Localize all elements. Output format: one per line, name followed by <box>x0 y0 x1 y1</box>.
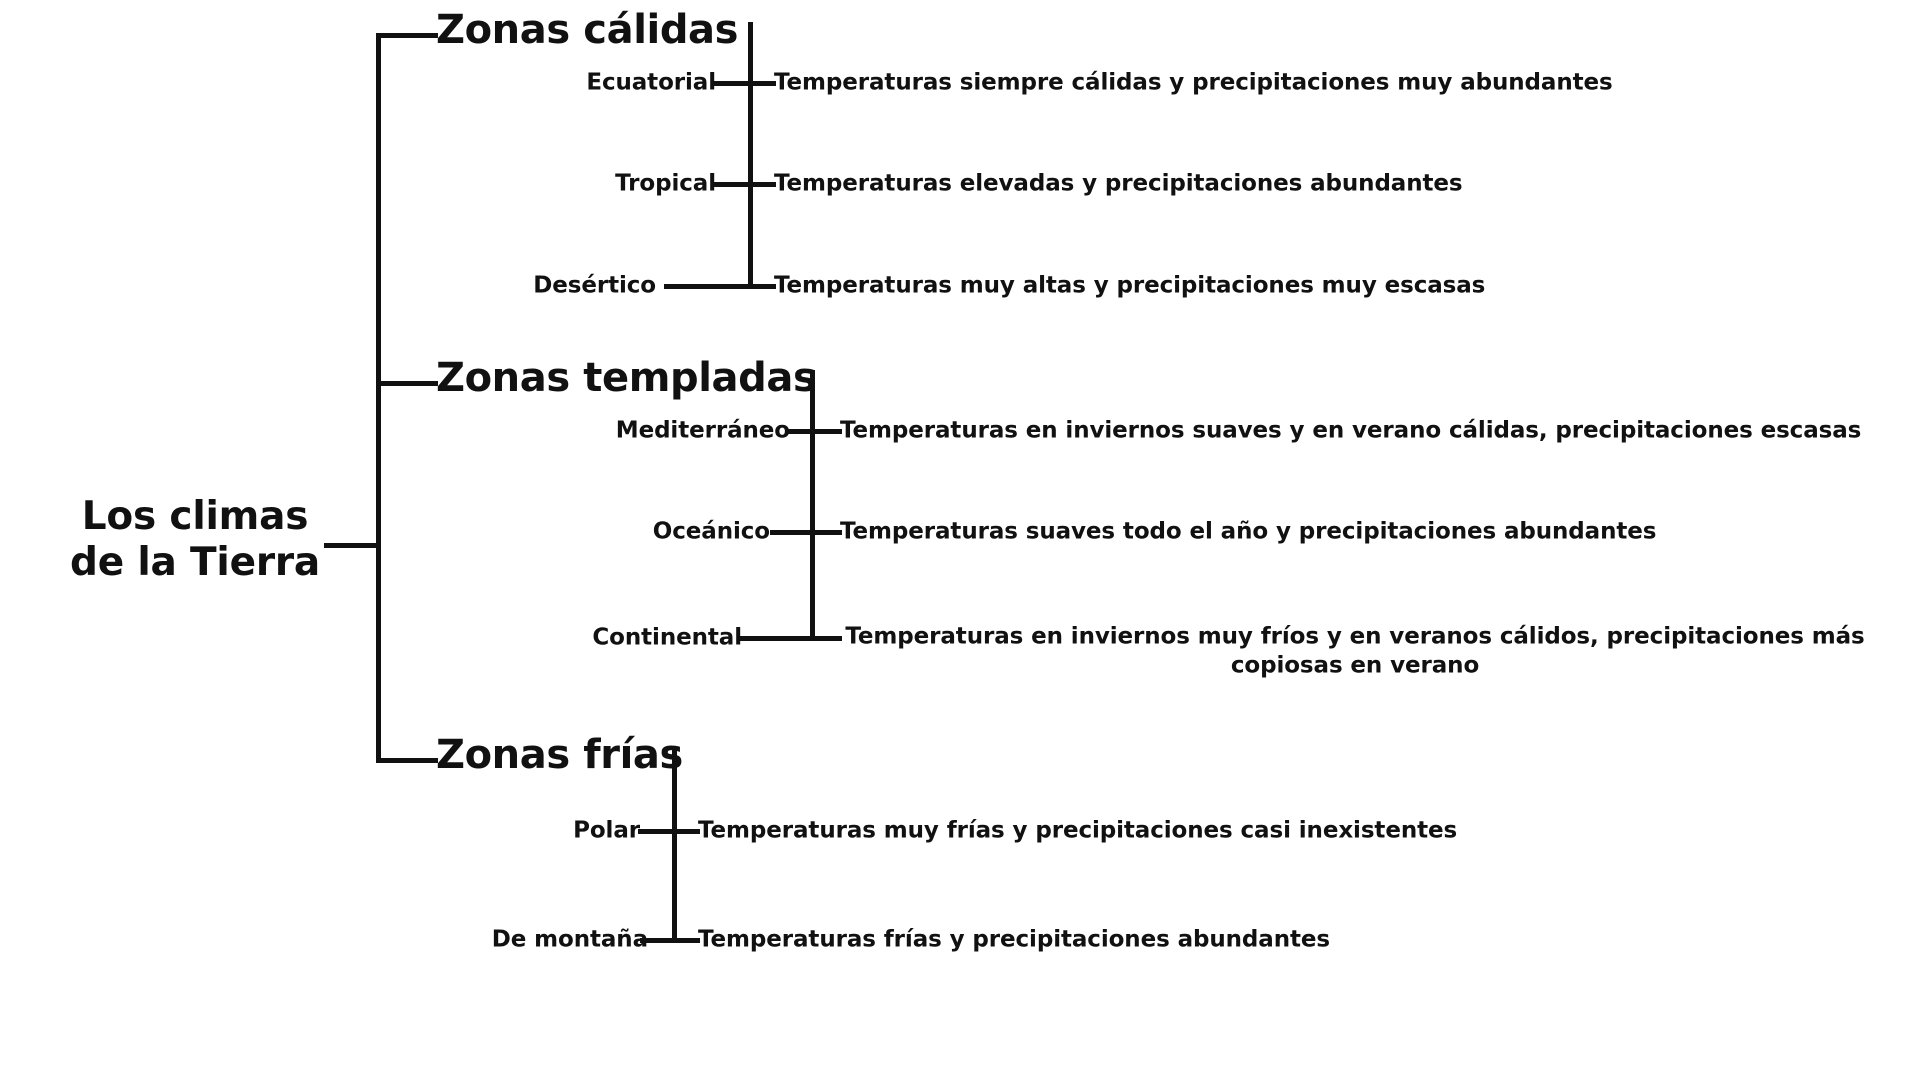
climate-description-oceanico: Temperaturas suaves todo el año y precip… <box>840 518 1657 545</box>
climate-description-continental: Temperaturas en inviernos muy fríos y en… <box>845 623 1865 679</box>
main-spine-line <box>376 33 381 763</box>
connector-ecuatorial <box>712 81 776 86</box>
zone-title-zonas-frias: Zonas frías <box>436 732 683 778</box>
climate-name-tropical: Tropical <box>615 170 716 197</box>
climate-name-mediterraneo: Mediterráneo <box>615 417 790 444</box>
branch-connector-zonas-frias <box>376 758 438 763</box>
zone-title-zonas-templadas: Zonas templadas <box>436 355 817 401</box>
sub-spine-zonas-templadas <box>810 370 815 638</box>
climate-description-polar: Temperaturas muy frías y precipitaciones… <box>698 817 1458 844</box>
climate-description-mediterraneo: Temperaturas en inviernos suaves y en ve… <box>840 417 1862 444</box>
branch-connector-zonas-templadas <box>376 381 438 386</box>
connector-tropical <box>712 182 776 187</box>
climate-name-desertico: Desértico <box>533 272 656 299</box>
root-node-label: Los climas de la Tierra <box>60 494 330 586</box>
climate-name-continental: Continental <box>592 624 742 651</box>
branch-connector-zonas-calidas <box>376 33 438 38</box>
climate-description-desertico: Temperaturas muy altas y precipitaciones… <box>774 272 1486 299</box>
climate-description-tropical: Temperaturas elevadas y precipitaciones … <box>774 170 1463 197</box>
climate-name-polar: Polar <box>573 817 640 844</box>
connector-de-montana <box>640 938 700 943</box>
connector-continental <box>738 636 842 641</box>
zone-title-zonas-calidas: Zonas cálidas <box>436 7 739 53</box>
connector-mediterraneo <box>786 429 842 434</box>
sub-spine-zonas-calidas <box>748 22 753 286</box>
root-label-line-1: Los climas <box>81 494 309 539</box>
connector-oceanico <box>770 530 842 535</box>
connector-polar <box>638 829 700 834</box>
root-connector-line <box>324 543 380 548</box>
climate-name-oceanico: Oceánico <box>652 518 770 545</box>
sub-spine-zonas-frias <box>672 748 677 942</box>
root-label-line-2: de la Tierra <box>69 540 320 586</box>
climate-description-ecuatorial: Temperaturas siempre cálidas y precipita… <box>774 69 1613 96</box>
connector-desertico <box>664 284 776 289</box>
climate-name-ecuatorial: Ecuatorial <box>586 69 716 96</box>
climate-name-de-montana: De montaña <box>491 926 648 953</box>
climate-description-de-montana: Temperaturas frías y precipitaciones abu… <box>698 926 1330 953</box>
